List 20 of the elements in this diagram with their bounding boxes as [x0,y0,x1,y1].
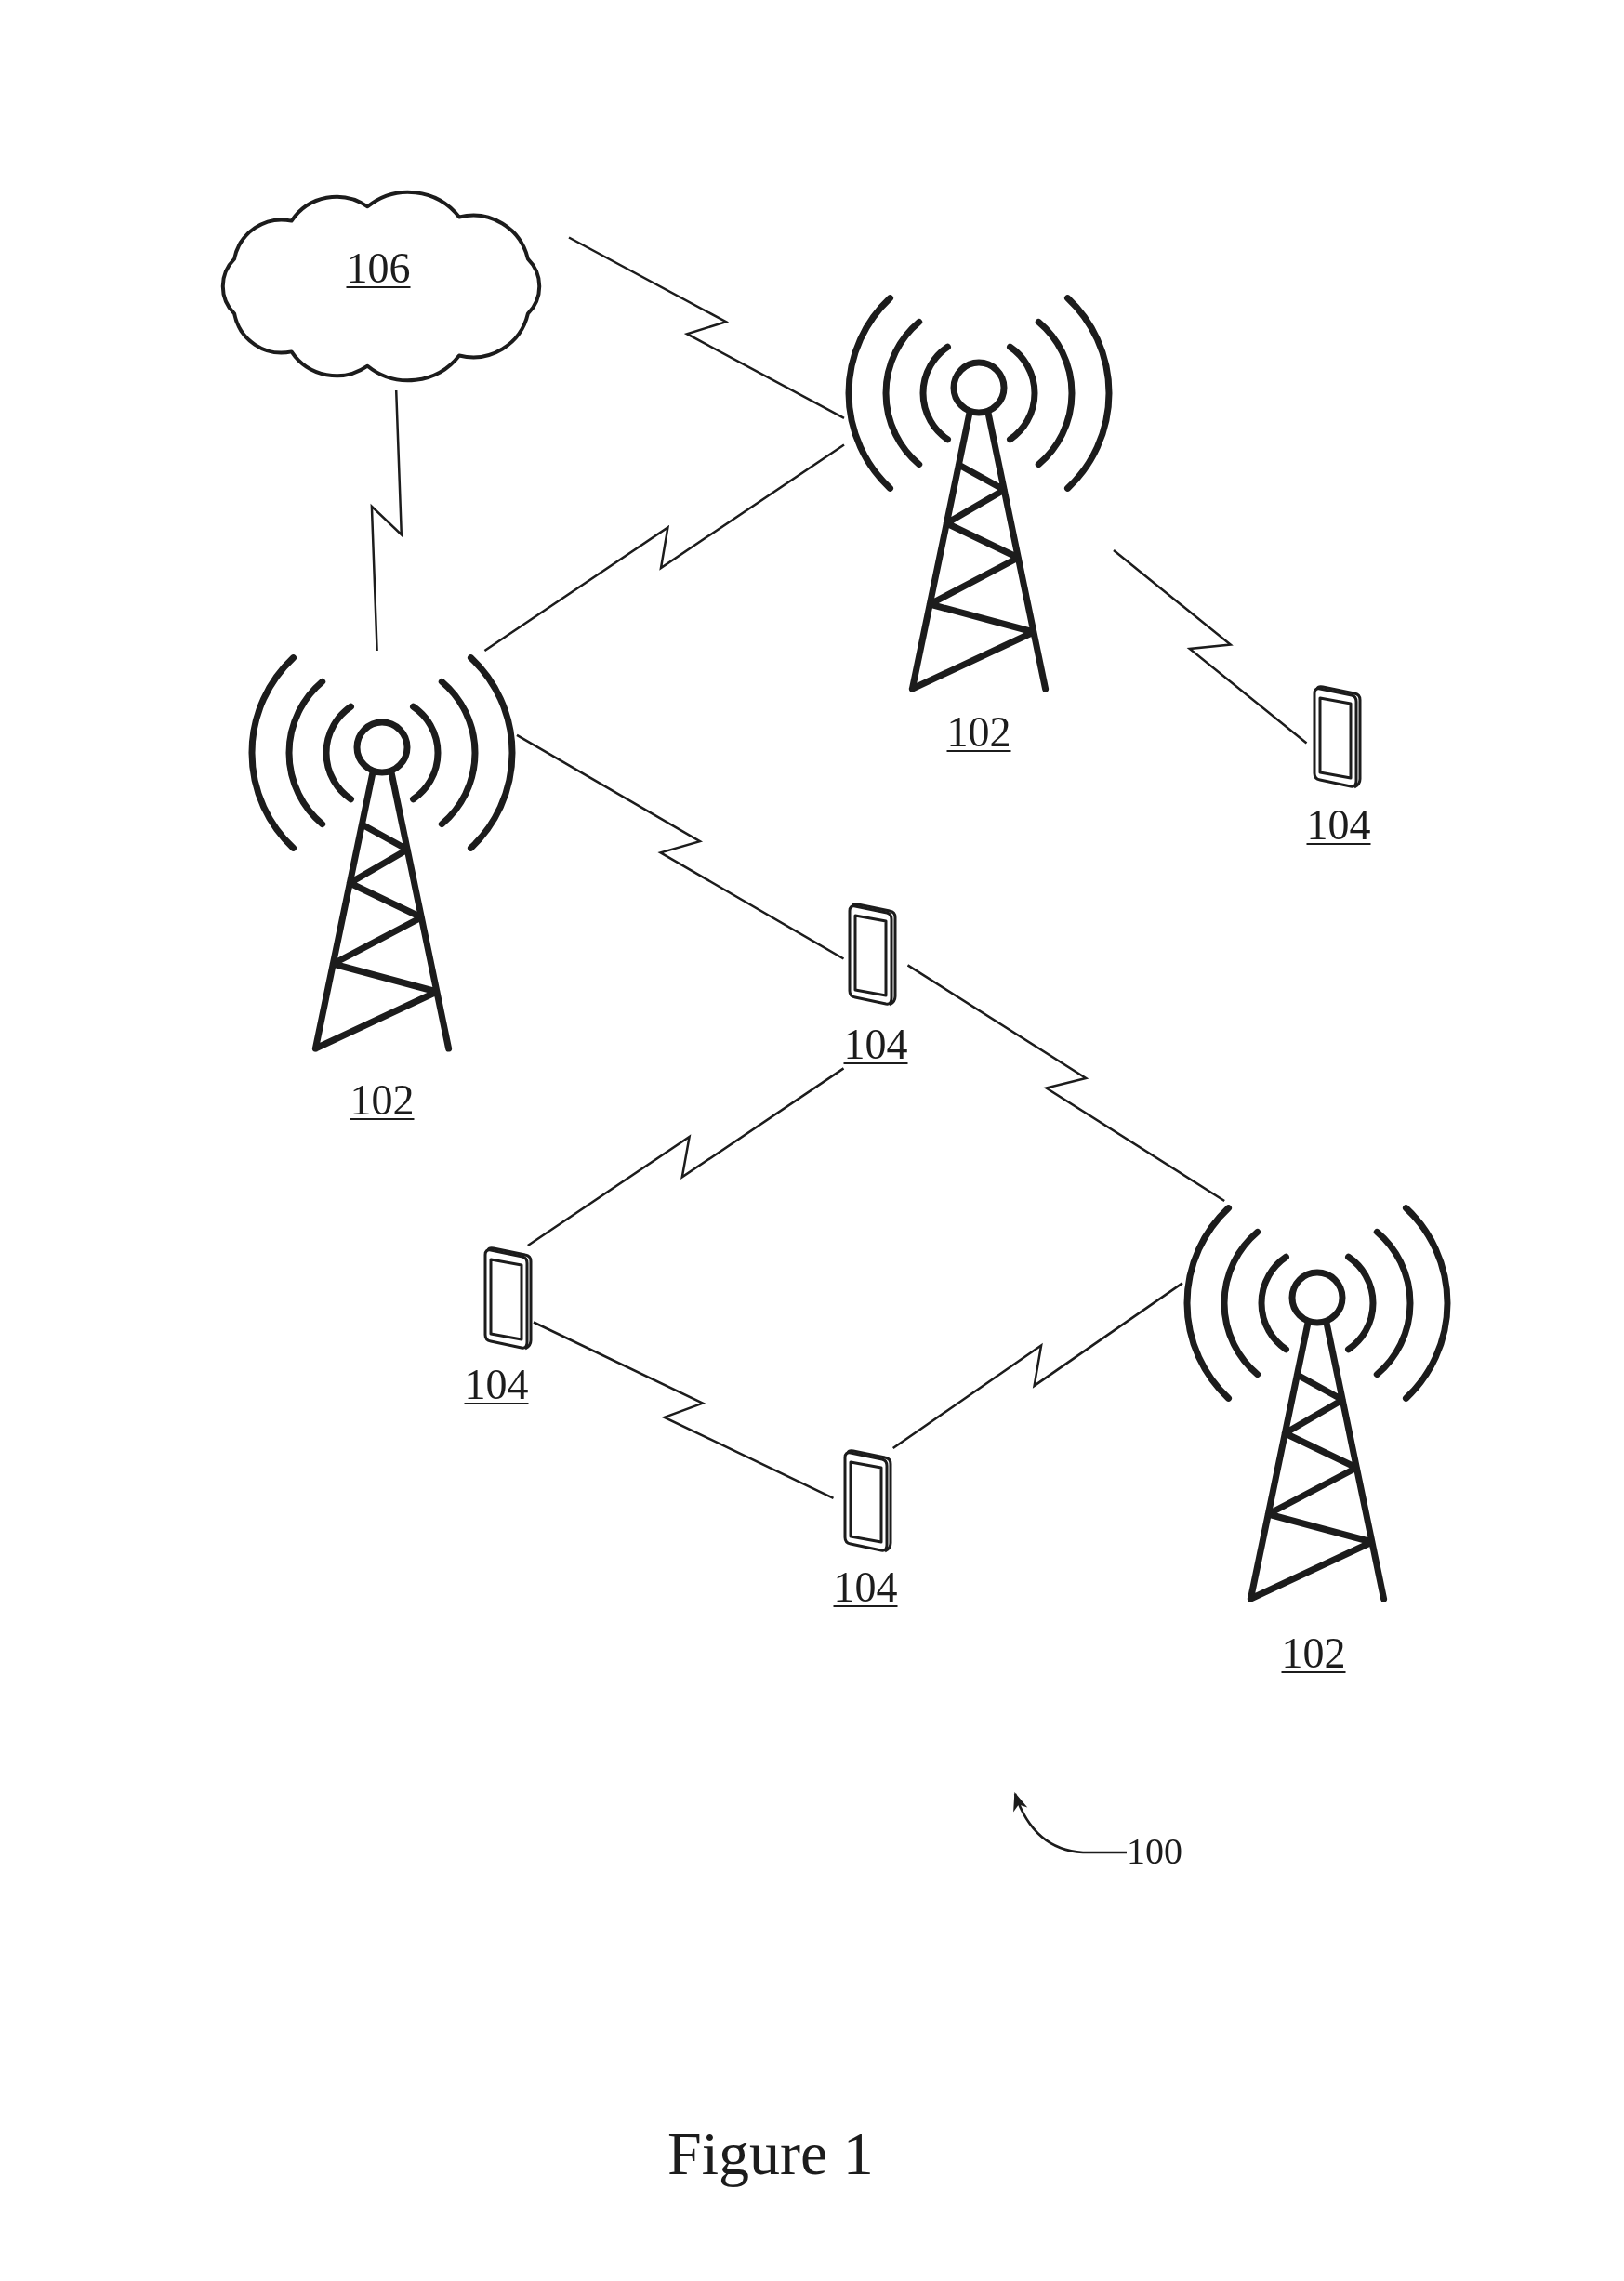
reference-numeral: 104 [833,1562,898,1613]
reference-numeral: 104 [1306,799,1371,850]
wireless-link [1113,549,1308,745]
wireless-link [516,733,845,960]
wireless-link [533,1321,835,1499]
reference-numeral: 100 [1127,1829,1182,1874]
figure-caption: Figure 1 [667,2117,874,2189]
reference-numeral: 104 [843,1019,908,1070]
reference-numeral: 102 [1281,1628,1346,1679]
reference-numeral: 104 [464,1359,529,1410]
wireless-link [527,1067,845,1247]
wireless-link [892,1282,1183,1450]
wireless-link [370,389,403,652]
reference-numeral: 102 [350,1075,415,1126]
wireless-link [906,964,1225,1203]
reference-numeral: 106 [346,243,411,294]
wireless-link [568,236,845,419]
leader-arrow [1013,1792,1127,1854]
reference-numeral: 102 [946,706,1011,758]
wireless-link [483,443,845,653]
